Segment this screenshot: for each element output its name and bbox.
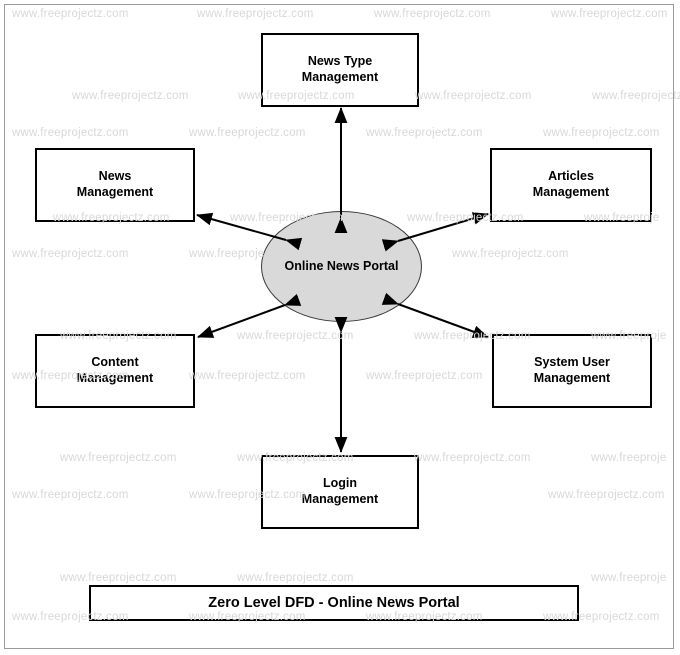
process-news-management[interactable]: News Management — [35, 148, 195, 222]
process-articles-management[interactable]: Articles Management — [490, 148, 652, 222]
diagram-caption-text: Zero Level DFD - Online News Portal — [208, 595, 460, 611]
process-label-line1: Articles — [548, 169, 594, 184]
arrow-news-management — [196, 212, 303, 251]
process-content-management[interactable]: Content Management — [35, 334, 195, 408]
arrow-articles-management — [381, 212, 489, 252]
process-label-line1: Login — [322, 476, 357, 491]
process-label-line2: Management — [76, 185, 154, 199]
central-label-line1: Online — [284, 259, 324, 274]
process-system-user-management[interactable]: System User Management — [492, 334, 652, 408]
arrow-system-user-management — [381, 292, 489, 338]
diagram-caption: Zero Level DFD - Online News Portal — [89, 585, 579, 621]
process-label-line1: News Type — [307, 54, 373, 69]
process-news-type-management[interactable]: News Type Management — [261, 33, 419, 107]
process-label-line1: Content — [91, 355, 139, 370]
process-label-line2: Management — [301, 70, 379, 84]
process-label-line1: News — [98, 169, 132, 184]
process-login-management[interactable]: Login Management — [261, 455, 419, 529]
canvas-border — [4, 4, 674, 649]
process-label-line2: Management — [301, 492, 379, 506]
process-label-line2: Management — [532, 185, 610, 199]
process-label-line2: Management — [533, 371, 611, 385]
arrow-content-management — [197, 293, 302, 338]
process-label-line1: System User — [534, 355, 610, 370]
central-label-line2: News — [326, 259, 360, 274]
central-label-line3: Portal — [363, 259, 399, 274]
process-label-line2: Management — [76, 371, 154, 385]
